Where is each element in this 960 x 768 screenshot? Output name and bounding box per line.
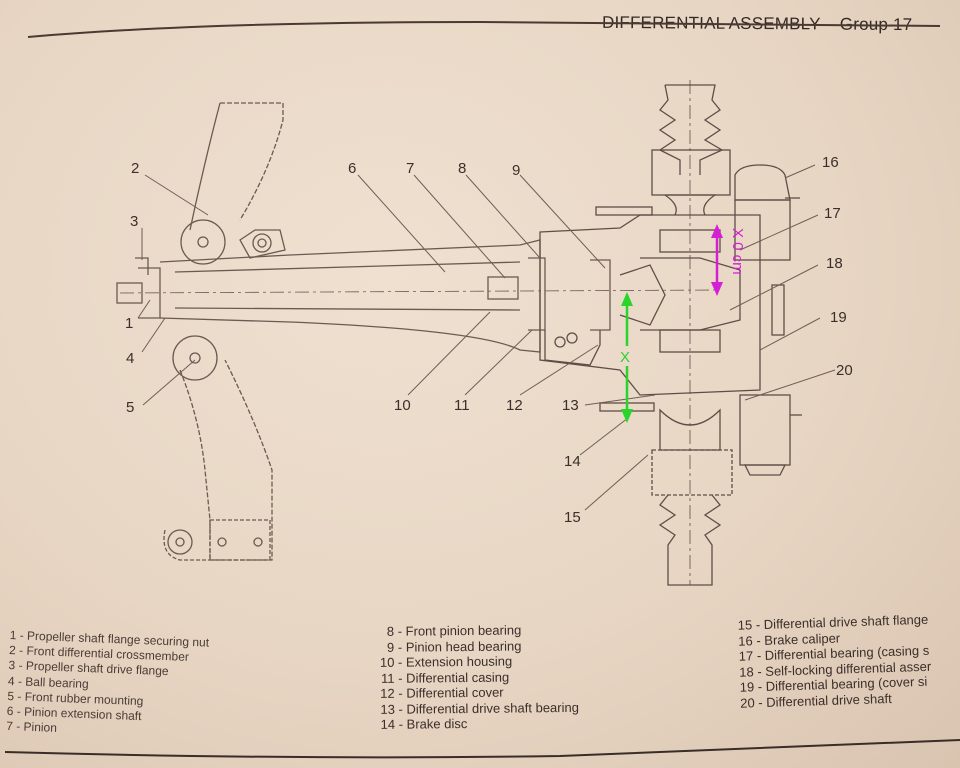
legend-text: Front pinion bearing	[405, 622, 522, 639]
legend-number: 7	[5, 719, 14, 734]
magenta-measurement-annotation: X 0 cm	[711, 224, 746, 296]
legend-number: 15	[737, 617, 753, 633]
legend-text: Pinion	[23, 719, 58, 736]
legend-text: Differential casing	[406, 669, 510, 686]
callout-numbers: 1 2 3 4 5 6 7 8 9 10 11 12 13 14 15 16 1…	[125, 154, 853, 526]
legend-number: 2	[8, 643, 17, 658]
callout-6: 6	[348, 160, 356, 177]
legend-number: 16	[738, 632, 753, 649]
green-measurement-annotation: X	[620, 292, 633, 423]
callout-4: 4	[126, 350, 134, 367]
legend-text: Pinion head bearing	[405, 637, 522, 655]
legend-text: Differential cover	[406, 684, 504, 701]
legend-text: Ball bearing	[25, 674, 89, 691]
legend-text: Brake caliper	[764, 630, 841, 648]
legend-text: Differential drive shaft	[765, 690, 892, 710]
footer-rule	[4, 739, 960, 759]
legend-number: 13	[380, 701, 395, 717]
magenta-arrow-down-icon	[711, 282, 723, 296]
callout-12: 12	[506, 397, 523, 414]
callout-14: 14	[564, 453, 581, 470]
legend-item: 14 - Brake disc	[373, 715, 579, 733]
callout-9: 9	[512, 162, 520, 179]
legend-number: 18	[738, 663, 754, 680]
legend-number: 9	[386, 639, 395, 655]
legend-number: 4	[7, 673, 15, 688]
legend-column-3: 15 - Differential drive shaft flange 16 …	[730, 612, 932, 711]
green-arrow-up-icon	[621, 292, 633, 306]
legend-number: 1	[9, 628, 17, 643]
legend-number: 6	[6, 703, 14, 719]
callout-7: 7	[406, 160, 414, 177]
callout-leader-lines	[137, 164, 836, 511]
callout-18: 18	[826, 255, 843, 272]
legend-number: 11	[380, 670, 395, 686]
callout-10: 10	[394, 397, 411, 414]
green-measure-label: X	[620, 349, 630, 366]
legend-number: 10	[379, 654, 395, 670]
legend-column-1: 1 - Propeller shaft flange securing nut …	[6, 628, 209, 742]
callout-11: 11	[454, 397, 470, 414]
callout-13: 13	[562, 397, 579, 414]
green-arrow-down-icon	[621, 409, 633, 423]
legend-number: 19	[739, 679, 755, 695]
magenta-measure-label: X 0 cm	[729, 228, 746, 275]
legend-number: 8	[386, 623, 395, 639]
callout-17: 17	[824, 205, 841, 222]
callout-16: 16	[822, 154, 839, 171]
legend-number: 14	[380, 716, 396, 732]
extension-shaft-drawing	[116, 239, 721, 353]
callout-3: 3	[130, 213, 138, 230]
callout-5: 5	[126, 399, 134, 416]
legend-number: 20	[739, 694, 755, 711]
callout-19: 19	[830, 309, 847, 326]
callout-1: 1	[125, 315, 133, 332]
callout-2: 2	[131, 160, 139, 177]
callout-15: 15	[564, 509, 581, 526]
legend-number: 5	[7, 688, 15, 704]
legend-text: Extension housing	[405, 653, 513, 670]
callout-20: 20	[836, 362, 853, 379]
legend-text: Differential drive shaft bearing	[406, 699, 579, 717]
legend-number: 12	[380, 685, 395, 701]
legend-column-2: 8 - Front pinion bearing 9 - Pinion head…	[372, 622, 579, 733]
legend-number: 3	[8, 658, 16, 673]
callout-8: 8	[458, 160, 466, 177]
crossmember-drawing	[163, 102, 286, 561]
legend-item: 13 - Differential drive shaft bearing	[373, 699, 579, 717]
legend-number: 17	[738, 648, 754, 664]
legend-text: Brake disc	[406, 716, 468, 732]
magenta-arrow-up-icon	[711, 224, 723, 238]
header-rule	[27, 20, 941, 38]
